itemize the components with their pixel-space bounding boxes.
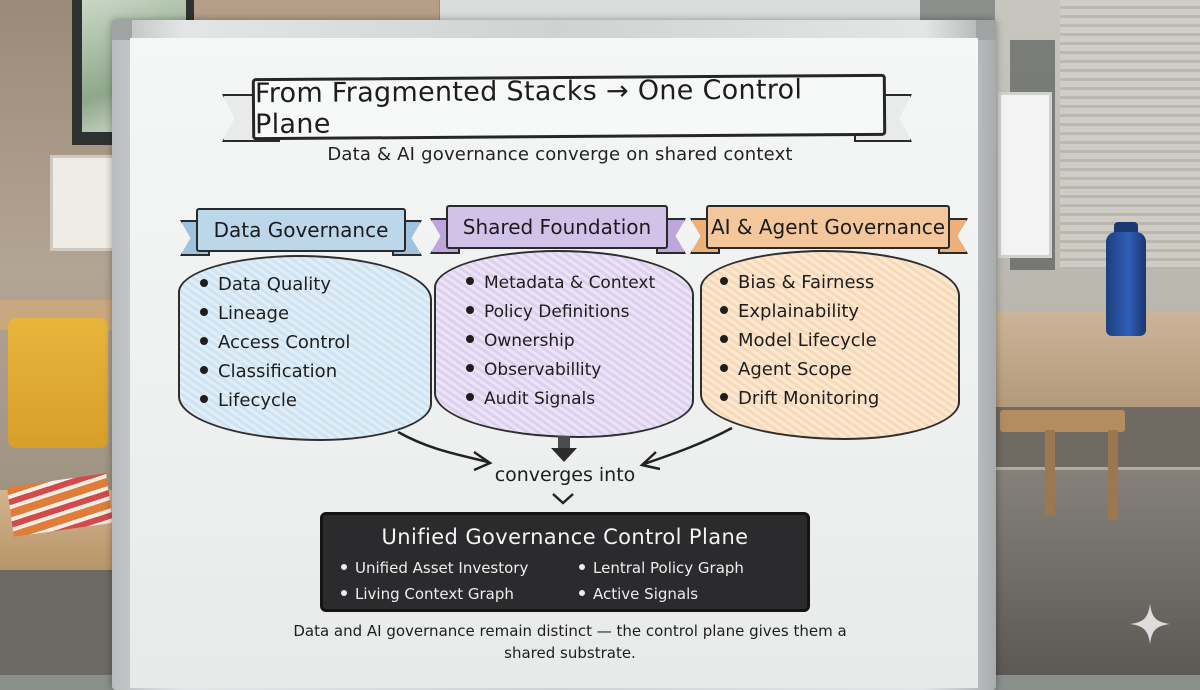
list-item: Explainability bbox=[720, 297, 879, 326]
list-item: Model Lifecycle bbox=[720, 326, 879, 355]
item-label: Living Context Graph bbox=[355, 585, 514, 603]
bullet-icon bbox=[200, 279, 208, 287]
item-label: Lentral Policy Graph bbox=[593, 559, 744, 577]
bullet-icon bbox=[341, 589, 347, 596]
bullet-icon bbox=[720, 335, 728, 343]
bullet-icon bbox=[200, 395, 208, 403]
wall-strip bbox=[194, 0, 439, 22]
title-banner: From Fragmented Stacks → One Control Pla… bbox=[222, 73, 912, 146]
list-item: Bias & Fairness bbox=[720, 268, 879, 297]
item-label: Explainability bbox=[738, 301, 860, 322]
bullet-icon bbox=[200, 337, 208, 345]
sparkle-icon bbox=[1130, 604, 1170, 644]
small-whiteboard bbox=[998, 92, 1052, 258]
bullet-icon bbox=[720, 364, 728, 372]
item-label: Agent Scope bbox=[738, 359, 852, 380]
list-item: Classification bbox=[200, 357, 350, 386]
water-bottle bbox=[1106, 232, 1146, 336]
bullet-icon bbox=[466, 277, 474, 285]
item-label: Drift Monitoring bbox=[738, 388, 880, 409]
bullet-icon bbox=[466, 306, 474, 314]
item-label: Data Quality bbox=[218, 274, 332, 295]
control-plane-item: Living Context Graph bbox=[341, 585, 514, 603]
item-label: Bias & Fairness bbox=[738, 272, 875, 293]
item-label: Audit Signals bbox=[484, 389, 596, 409]
item-label: Metadata & Context bbox=[484, 273, 656, 293]
footnote-line-1: Data and AI governance remain distinct —… bbox=[293, 622, 847, 640]
item-label: Observabillity bbox=[484, 360, 602, 380]
page-title: From Fragmented Stacks → One Control Pla… bbox=[251, 73, 887, 141]
bullet-icon bbox=[341, 563, 347, 570]
ai-governance-heading: AI & Agent Governance bbox=[706, 205, 950, 249]
control-plane-item: Unified Asset Investory bbox=[341, 559, 528, 577]
item-label: Policy Definitions bbox=[484, 302, 630, 322]
data-governance-heading: Data Governance bbox=[196, 208, 406, 252]
right-desk bbox=[995, 312, 1200, 407]
converges-label: converges into bbox=[494, 464, 636, 486]
item-label: Classification bbox=[218, 361, 338, 382]
list-item: Lineage bbox=[200, 299, 350, 328]
bullet-icon bbox=[579, 563, 585, 570]
stool-leg bbox=[1045, 430, 1055, 515]
frame-corner bbox=[112, 20, 132, 40]
bullet-icon bbox=[200, 366, 208, 374]
control-plane-item: Lentral Policy Graph bbox=[579, 559, 744, 577]
list-item: Observabillity bbox=[466, 356, 655, 385]
item-label: Lineage bbox=[218, 303, 290, 324]
list-item: Access Control bbox=[200, 328, 350, 357]
bullet-icon bbox=[466, 364, 474, 372]
ai-governance-list: Bias & Fairness Explainability Model Lif… bbox=[720, 268, 879, 413]
item-label: Active Signals bbox=[593, 585, 699, 603]
bullet-icon bbox=[466, 335, 474, 343]
bullet-icon bbox=[720, 306, 728, 314]
control-plane-item: Active Signals bbox=[579, 585, 698, 603]
wooden-stool bbox=[1000, 410, 1125, 432]
yellow-chair bbox=[8, 318, 108, 448]
right-floor bbox=[995, 470, 1200, 675]
footnote: Data and AI governance remain distinct —… bbox=[270, 620, 870, 664]
wall-shelf bbox=[50, 155, 118, 251]
bullet-icon bbox=[720, 393, 728, 401]
list-item: Ownership bbox=[466, 327, 655, 356]
item-label: Unified Asset Investory bbox=[355, 559, 529, 577]
shared-foundation-list: Metadata & Context Policy Definitions Ow… bbox=[466, 269, 655, 414]
data-governance-list: Data Quality Lineage Access Control Clas… bbox=[200, 270, 350, 415]
stool-leg bbox=[1108, 430, 1118, 520]
bullet-icon bbox=[466, 393, 474, 401]
ai-governance-cloud bbox=[700, 250, 960, 440]
item-label: Ownership bbox=[484, 331, 575, 351]
list-item: Agent Scope bbox=[720, 355, 879, 384]
list-item: Policy Definitions bbox=[466, 298, 655, 327]
item-label: Access Control bbox=[218, 332, 351, 353]
bullet-icon bbox=[720, 277, 728, 285]
list-item: Audit Signals bbox=[466, 385, 655, 414]
left-floor bbox=[0, 570, 112, 675]
frame-corner bbox=[976, 20, 996, 40]
list-item: Drift Monitoring bbox=[720, 384, 879, 413]
shared-foundation-cloud bbox=[434, 250, 694, 438]
bullet-icon bbox=[200, 308, 208, 316]
control-plane-title: Unified Governance Control Plane bbox=[381, 525, 749, 549]
bullet-icon bbox=[579, 589, 585, 596]
subtitle: Data & AI governance converge on shared … bbox=[327, 144, 793, 165]
footnote-line-2: shared substrate. bbox=[504, 644, 636, 662]
list-item: Lifecycle bbox=[200, 386, 350, 415]
control-plane-box: Unified Governance Control Plane Unified… bbox=[320, 512, 810, 612]
list-item: Metadata & Context bbox=[466, 269, 655, 298]
list-item: Data Quality bbox=[200, 270, 350, 299]
ceiling-strip bbox=[440, 0, 920, 22]
data-governance-cloud bbox=[178, 255, 432, 441]
shared-foundation-heading: Shared Foundation bbox=[446, 205, 668, 249]
item-label: Lifecycle bbox=[218, 390, 297, 411]
item-label: Model Lifecycle bbox=[738, 330, 877, 351]
